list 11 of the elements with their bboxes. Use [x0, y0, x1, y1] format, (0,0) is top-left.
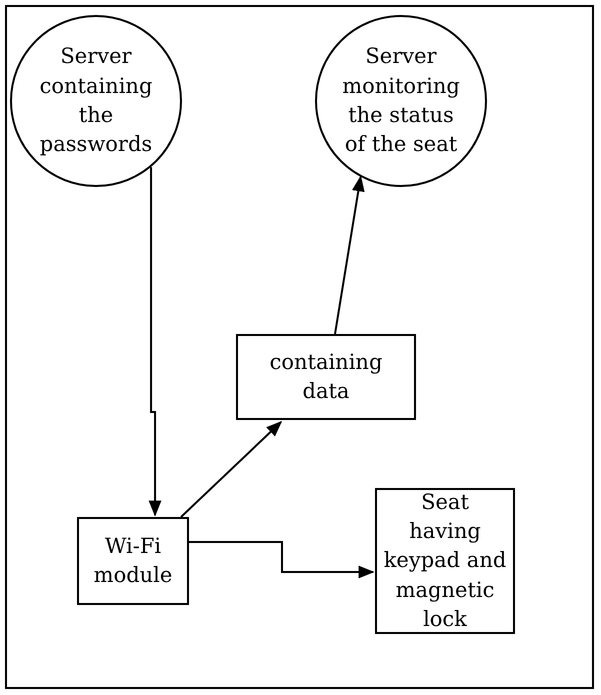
arrow [189, 541, 375, 578]
process-box [236, 334, 416, 420]
node-label: Server monitoring the status of the seat [341, 43, 461, 158]
node-label: Server containing the passwords [38, 43, 154, 158]
node-label: Seat having keypad and magnetic lock [383, 488, 507, 634]
arrow [180, 420, 282, 518]
arrow [334, 175, 365, 334]
process-box [77, 517, 189, 605]
node-label: containing data [268, 348, 384, 405]
arrow [148, 167, 162, 517]
node-label: Wi-Fi module [92, 532, 174, 589]
